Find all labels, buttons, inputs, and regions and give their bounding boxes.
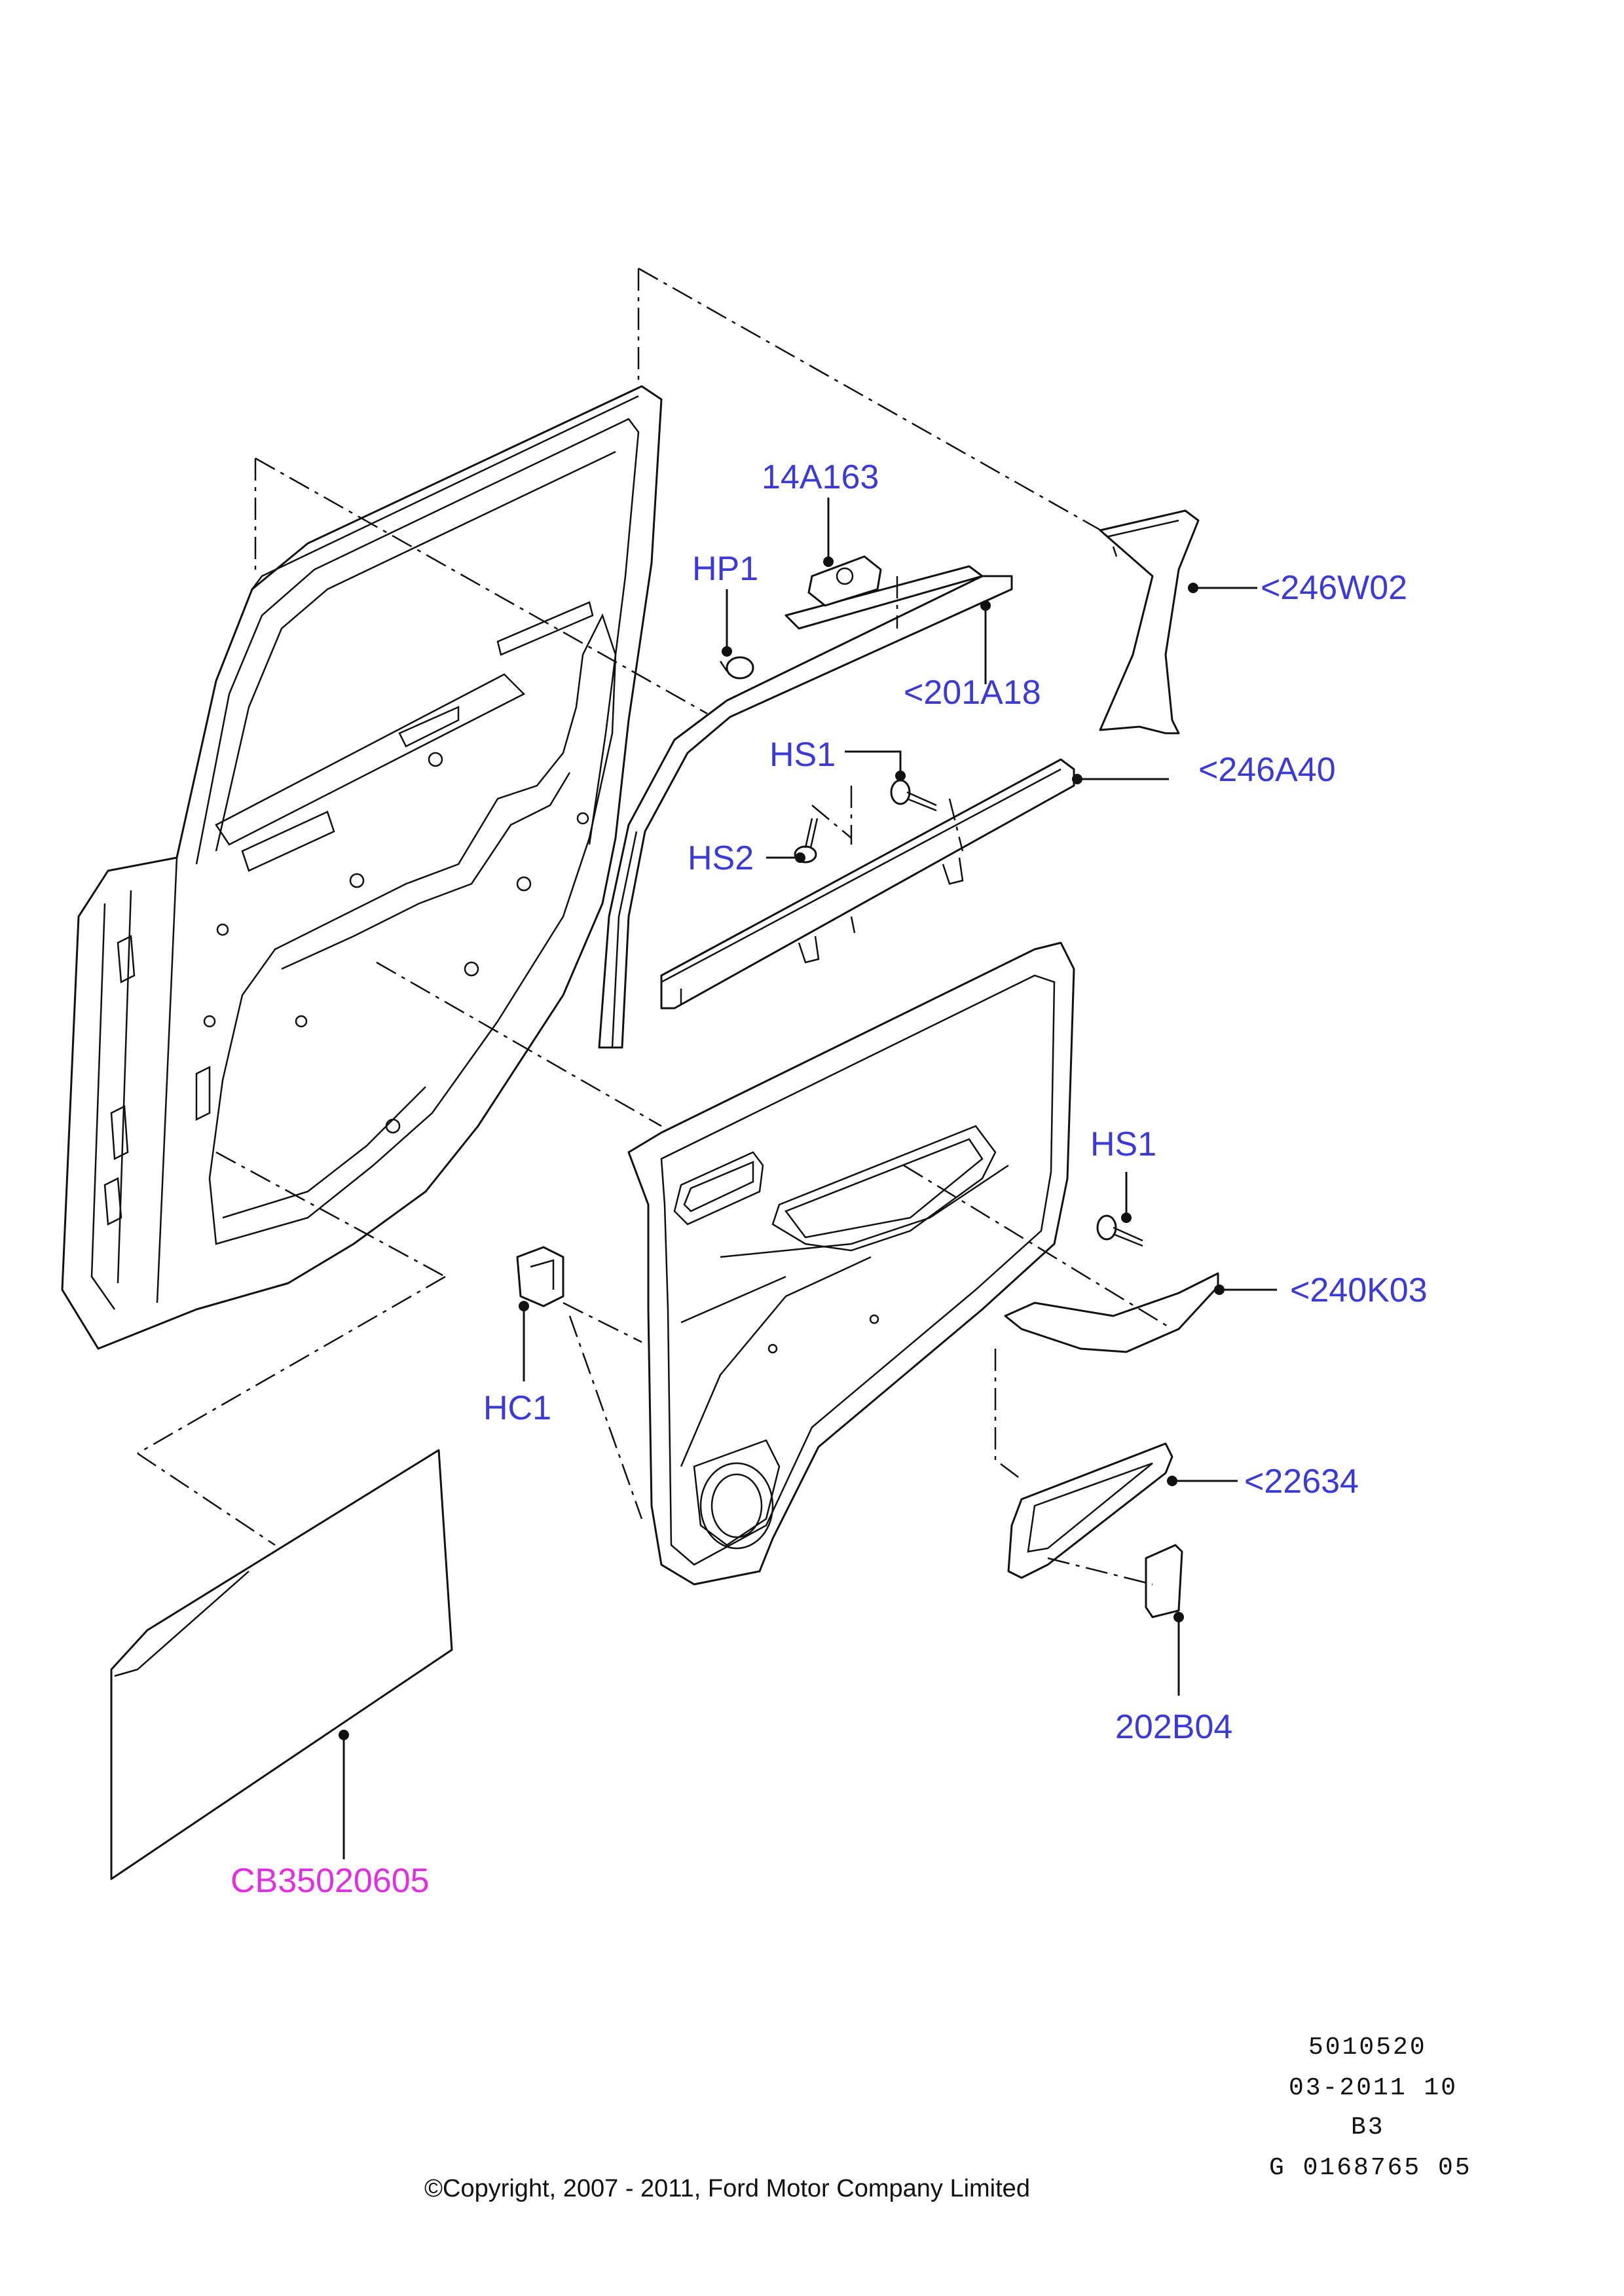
screw-hs1-upper bbox=[890, 779, 937, 812]
copyright-notice: ©Copyright, 2007 - 2011, Ford Motor Comp… bbox=[424, 2175, 1030, 2202]
watershield-sheet bbox=[110, 1449, 453, 1880]
callout-hs1-upper[interactable]: HS1 bbox=[769, 736, 836, 774]
drawing-number: 5010520 bbox=[1308, 2033, 1427, 2062]
callout-246w02[interactable]: <246W02 bbox=[1261, 569, 1408, 607]
callout-201a18[interactable]: <201A18 bbox=[904, 674, 1041, 712]
door-shell bbox=[61, 385, 663, 1350]
callout-hs1-mid[interactable]: HS1 bbox=[1090, 1125, 1157, 1163]
callout-hc1[interactable]: HC1 bbox=[483, 1389, 552, 1427]
drawing-date: 03-2011 10 bbox=[1289, 2074, 1458, 2102]
door-trim-panel bbox=[627, 941, 1075, 1586]
drawing-reference: G 0168765 05 bbox=[1269, 2154, 1472, 2182]
clip-14a163 bbox=[807, 555, 882, 607]
regulator-rail bbox=[660, 758, 1075, 1010]
screw-hs1-mid bbox=[1096, 1214, 1143, 1247]
callout-hp1[interactable]: HP1 bbox=[692, 550, 759, 588]
alignment-lines bbox=[137, 267, 1173, 1586]
drawing-sheet: B3 bbox=[1351, 2113, 1385, 2141]
callout-cb35020605[interactable]: CB35020605 bbox=[231, 1862, 430, 1900]
callout-22634[interactable]: <22634 bbox=[1244, 1463, 1359, 1501]
cover-202b04 bbox=[1145, 1544, 1183, 1618]
callout-246a40[interactable]: <246A40 bbox=[1198, 751, 1336, 789]
pin-hp1 bbox=[719, 656, 754, 680]
callout-240k03[interactable]: <240K03 bbox=[1290, 1271, 1428, 1309]
callout-14a163[interactable]: 14A163 bbox=[762, 458, 879, 496]
callout-hs2[interactable]: HS2 bbox=[688, 839, 754, 877]
clip-hc1 bbox=[516, 1246, 564, 1307]
corner-trim bbox=[1099, 509, 1200, 735]
pull-handle-240k03 bbox=[1004, 1272, 1219, 1353]
handle-bezel-22634 bbox=[1007, 1442, 1173, 1579]
leader-lines bbox=[339, 498, 1277, 1859]
glass-run-channel bbox=[598, 575, 1013, 1049]
callout-202b04[interactable]: 202B04 bbox=[1115, 1708, 1233, 1746]
belt-moulding bbox=[784, 565, 984, 630]
